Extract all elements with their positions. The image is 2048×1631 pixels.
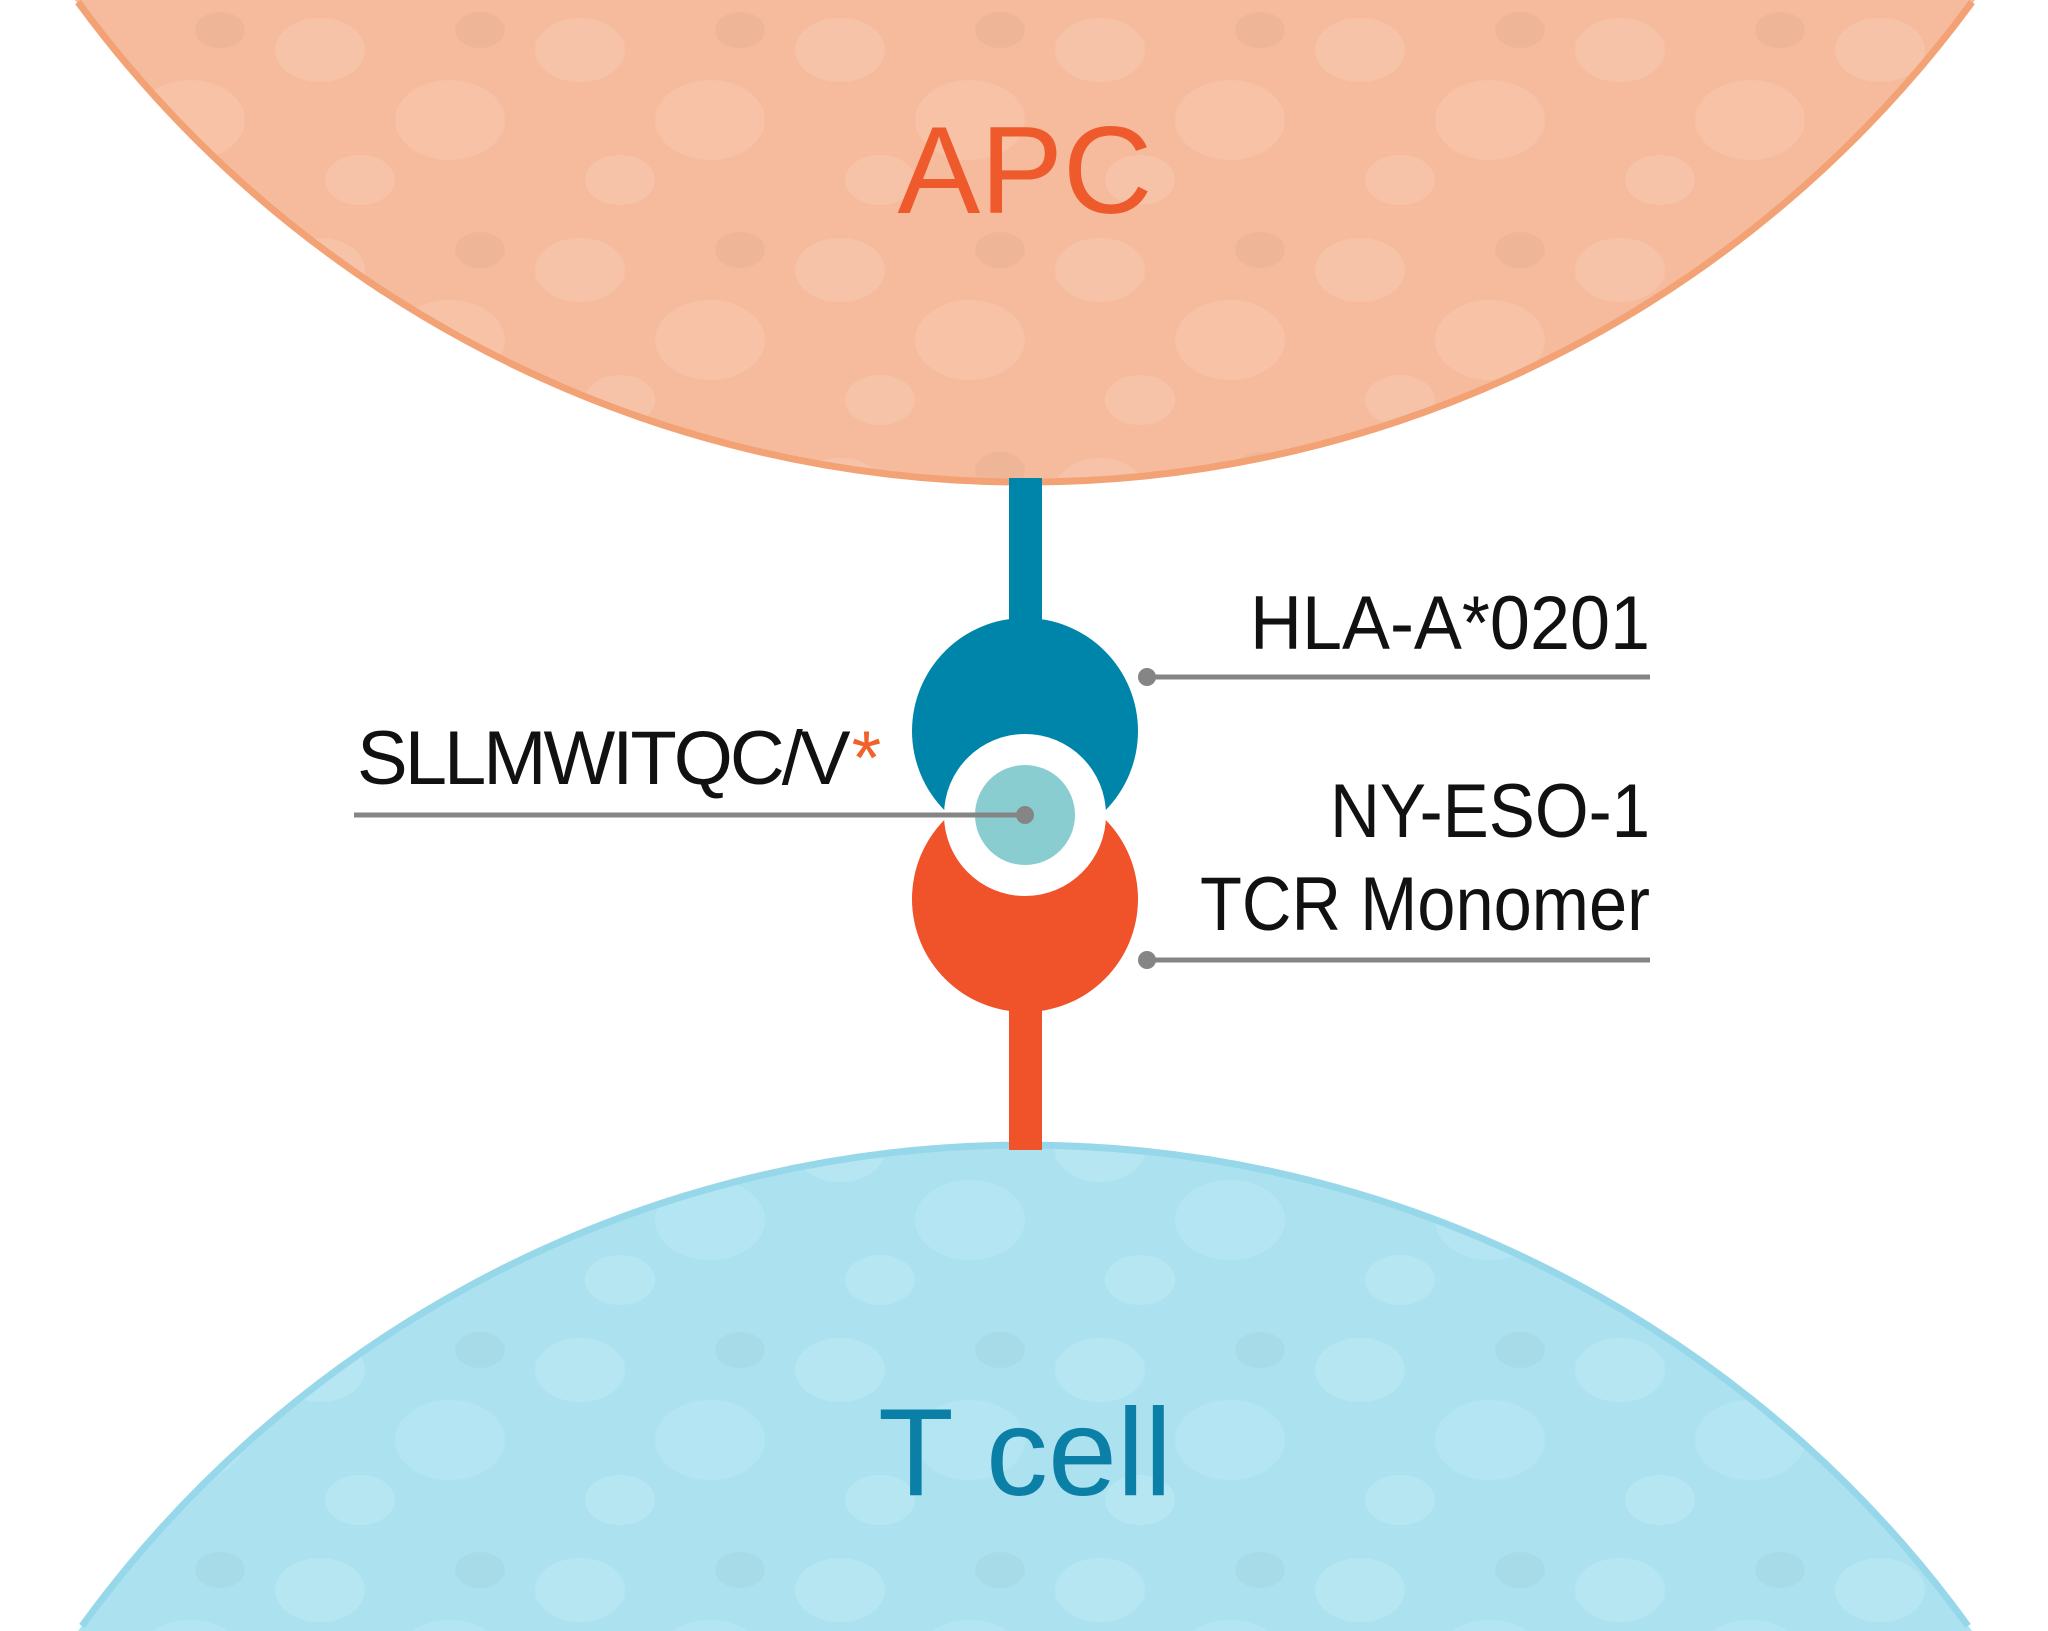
t-cell: T cell: [78, 1141, 1972, 1631]
t-cell-label: T cell: [878, 1384, 1172, 1522]
hla-label: HLA-A*0201: [1250, 581, 1650, 666]
peptide-label-line: SLLMWITQC/V*: [357, 716, 881, 801]
ny-eso-label: NY-ESO-1: [1330, 769, 1650, 854]
peptide-variant-asterisk: *: [852, 716, 881, 801]
apc-cell: APC: [75, 0, 1975, 486]
tcr-label: TCR Monomer: [1200, 862, 1650, 947]
peptide-label: SLLMWITQC/V: [357, 716, 851, 801]
hla-leader-line: [1138, 668, 1650, 686]
peptide-leader-line: [354, 806, 1034, 824]
tcr-leader-line: [1138, 951, 1650, 969]
apc-label: APC: [898, 102, 1153, 240]
